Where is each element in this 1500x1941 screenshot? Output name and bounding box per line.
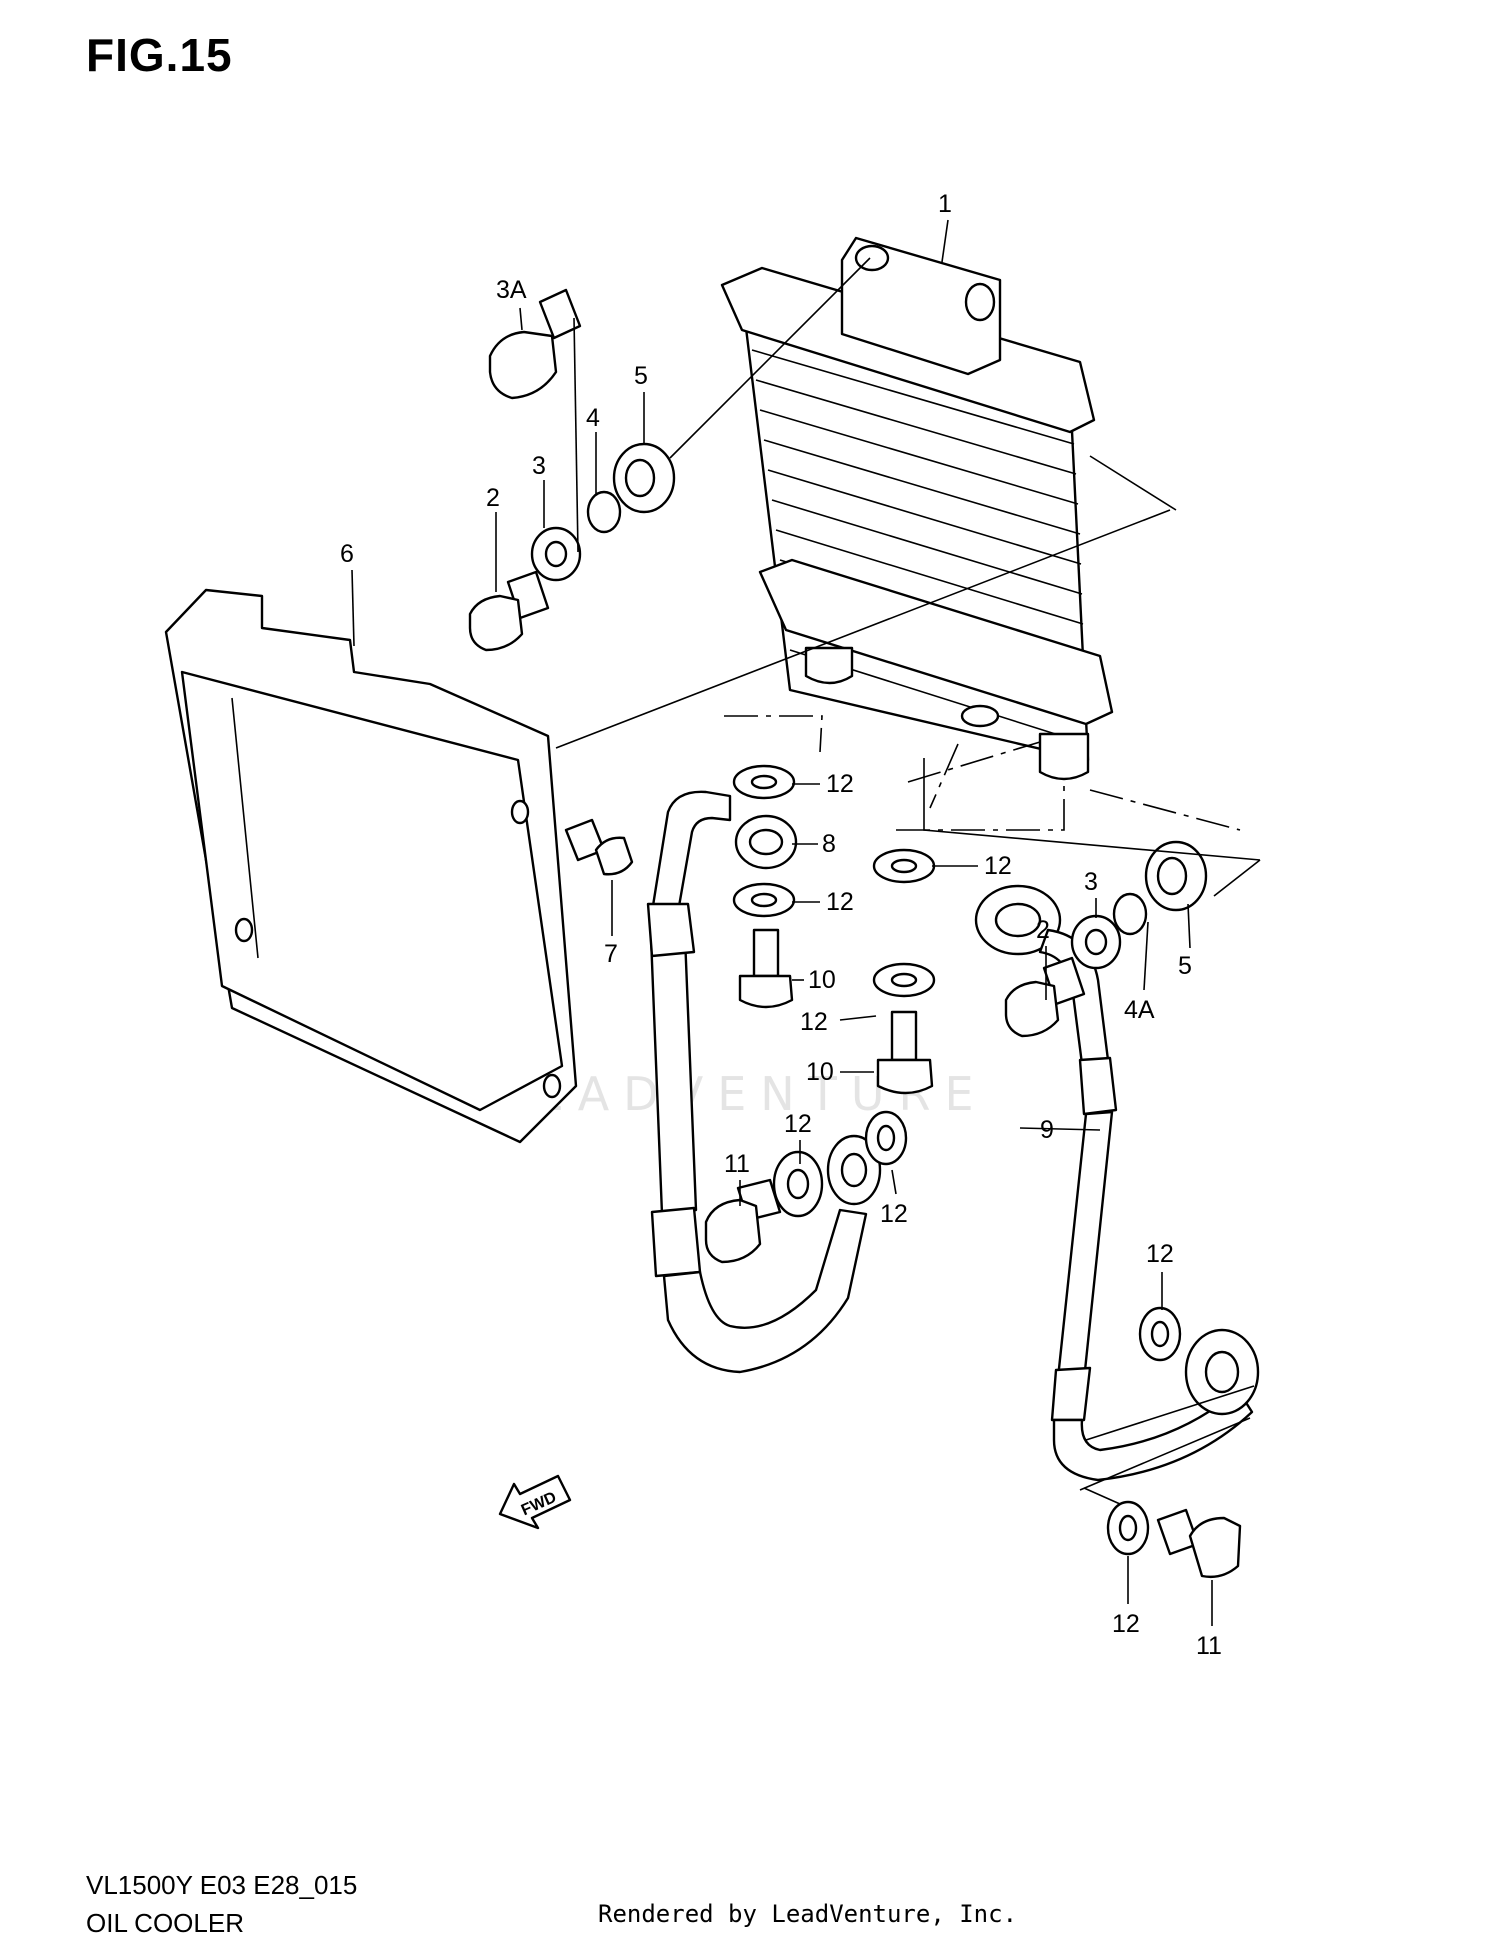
callout-3a: 3A — [496, 276, 527, 304]
callout-labels: 1 3A 5 4 3 2 6 12 8 12 10 12 10 7 12 3 2… — [340, 190, 1222, 1660]
washer-3b — [1070, 914, 1122, 970]
callout-7: 7 — [604, 940, 618, 968]
washer-12d — [872, 962, 936, 998]
callout-8: 8 — [822, 830, 836, 858]
figure-title: FIG.15 — [86, 29, 233, 81]
callout-2: 2 — [486, 484, 500, 512]
union-bolt-10a — [738, 928, 794, 1009]
collar-5a — [612, 442, 676, 514]
callout-12: 12 — [880, 1200, 908, 1228]
spacer-4a — [586, 490, 622, 534]
callout-12: 12 — [1112, 1610, 1140, 1638]
callout-4a: 4A — [1124, 996, 1155, 1024]
washer-12a — [732, 764, 796, 800]
washer-3a — [530, 526, 582, 582]
bolt-3a — [488, 288, 582, 400]
callout-12: 12 — [826, 770, 854, 798]
union-bolt-11b — [1156, 1508, 1242, 1579]
oil-cooler-mount-bracket — [840, 236, 1002, 376]
callout-12: 12 — [800, 1008, 828, 1036]
washer-12c — [872, 848, 936, 884]
callout-3: 3 — [1084, 868, 1098, 896]
callout-11: 11 — [724, 1150, 750, 1178]
bolt-2a — [468, 570, 550, 652]
callout-10: 10 — [806, 1058, 834, 1086]
bolt-2b — [1004, 956, 1086, 1038]
callout-5: 5 — [1178, 952, 1192, 980]
oil-pipe-left — [646, 790, 882, 1374]
forward-direction-arrow: FWD — [498, 1474, 572, 1530]
collar-5b — [1144, 840, 1208, 912]
render-credit: Rendered by LeadVenture, Inc. — [598, 1900, 1018, 1928]
callout-9: 9 — [1040, 1116, 1054, 1144]
oil-cooler-outlet-fitting — [804, 646, 1090, 781]
oil-cooler-shroud — [164, 588, 578, 1144]
callout-2: 2 — [1036, 916, 1050, 944]
washer-12f — [864, 1110, 908, 1166]
oil-pipe-right — [974, 884, 1260, 1482]
callout-11: 11 — [1196, 1632, 1222, 1660]
callout-12: 12 — [984, 852, 1012, 880]
callout-5: 5 — [634, 362, 648, 390]
bolt-7 — [564, 818, 634, 876]
washer-12e — [772, 1150, 824, 1218]
washer-12g — [1138, 1306, 1182, 1362]
washer-12h — [1106, 1500, 1150, 1556]
callout-1: 1 — [938, 190, 952, 218]
callout-12: 12 — [1146, 1240, 1174, 1268]
dash-dot-lines — [724, 715, 1241, 831]
callout-6: 6 — [340, 540, 354, 568]
section-name: OIL COOLER — [86, 1908, 244, 1938]
union-bolt-8 — [734, 814, 798, 870]
callout-12: 12 — [784, 1110, 812, 1138]
model-code: VL1500Y E03 E28_015 — [86, 1870, 358, 1900]
callout-10: 10 — [808, 966, 836, 994]
union-bolt-11a — [704, 1178, 782, 1264]
callout-4: 4 — [586, 404, 600, 432]
spacer-4b — [1112, 892, 1148, 936]
washer-12b — [732, 882, 796, 918]
union-bolt-10b — [876, 1010, 934, 1095]
callout-3: 3 — [532, 452, 546, 480]
oil-cooler-bottom-tank — [758, 558, 1114, 726]
callout-12: 12 — [826, 888, 854, 916]
